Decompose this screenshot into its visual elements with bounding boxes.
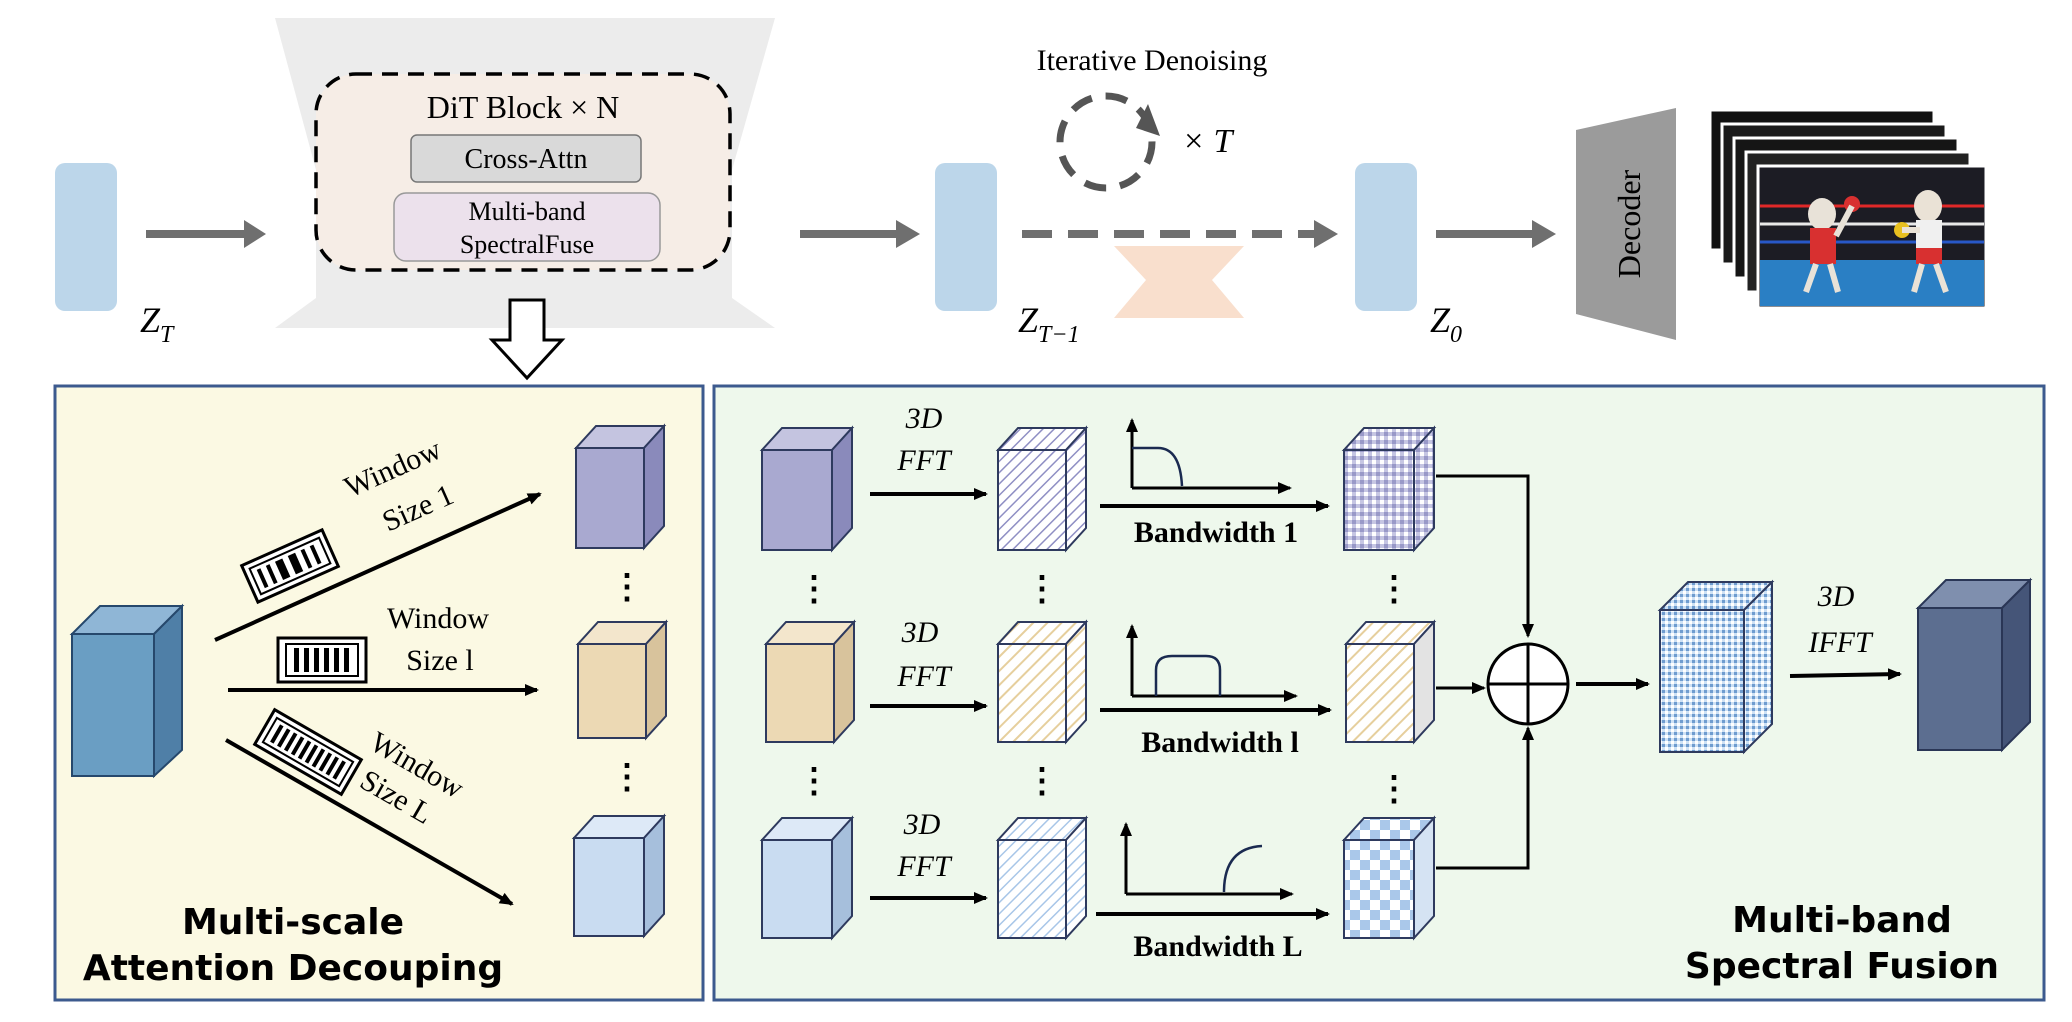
window-size-l-icon	[276, 636, 368, 684]
iterative-denoising-label: Iterative Denoising	[1037, 44, 1268, 77]
vdots-left-1: ⋮	[610, 569, 644, 606]
window-size-1-icon	[239, 527, 341, 605]
dit-title: DiT Block × N	[427, 89, 620, 125]
window-size-l-line1: Window	[387, 602, 489, 635]
ifft-b: IFFT	[1807, 626, 1874, 659]
spectral-fuse-box	[393, 192, 661, 262]
spectral-title-line1: Multi-band	[1732, 900, 1952, 941]
input-cube-L	[759, 815, 855, 941]
source-cube	[69, 603, 185, 779]
mini-dit-icon	[1114, 246, 1244, 318]
input-cube-l	[763, 619, 857, 745]
vdots-left-2: ⋮	[610, 759, 644, 796]
bandwidth-L-label: Bandwidth L	[1133, 930, 1302, 963]
video-frames	[1708, 108, 1988, 310]
iter-times-label: × T	[1182, 123, 1234, 160]
window-size-l-line2: Size l	[406, 644, 474, 677]
output-cube	[1915, 577, 2033, 753]
arrow-window-1	[214, 492, 542, 642]
connector-band-L	[1436, 726, 1534, 870]
latent-zt1	[935, 163, 997, 311]
ifft-a: 3D	[1817, 580, 1855, 613]
band-cube-1	[1341, 425, 1437, 553]
multiscale-title-line1: Multi-scale	[182, 902, 404, 943]
fft-L-b: FFT	[896, 850, 953, 883]
lowpass-filter-icon	[1126, 418, 1292, 494]
fft-cube-l	[995, 619, 1089, 745]
highpass-filter-icon	[1120, 822, 1294, 900]
latent-z0-label: Z0	[1430, 300, 1462, 348]
multiscale-title-line2: Attention Decouping	[83, 948, 503, 989]
arrow-ifft	[1789, 668, 1902, 681]
window-output-cube-l	[575, 619, 669, 741]
decoder-block	[1576, 108, 1676, 340]
fft-1-b: FFT	[896, 444, 953, 477]
vdots-right-2: ⋮	[1025, 571, 1059, 608]
fft-cube-1	[995, 425, 1089, 553]
fft-l-a: 3D	[901, 616, 939, 649]
band-cube-l	[1343, 619, 1437, 745]
band-cube-L	[1341, 815, 1437, 941]
vdots-right-3: ⋮	[1377, 571, 1411, 608]
window-size-L-icon	[252, 707, 364, 797]
bandwidth-l-label: Bandwidth l	[1141, 726, 1299, 759]
vdots-right-4: ⋮	[797, 763, 831, 800]
window-output-cube-L	[571, 813, 667, 939]
bandpass-filter-icon	[1126, 624, 1298, 702]
connector-band-1	[1436, 474, 1534, 638]
fft-1-a: 3D	[905, 402, 943, 435]
cross-attn-label: Cross-Attn	[465, 144, 588, 175]
arrow-window-L	[225, 738, 514, 906]
latent-zt1-label: ZT−1	[1018, 300, 1080, 348]
bandwidth-1-label: Bandwidth 1	[1134, 516, 1298, 549]
vdots-right-1: ⋮	[797, 571, 831, 608]
latent-zt-label: ZT	[140, 300, 175, 348]
fft-cube-L	[995, 815, 1089, 941]
latent-zt	[55, 163, 117, 311]
vdots-right-6: ⋮	[1377, 771, 1411, 808]
fft-L-a: 3D	[903, 808, 941, 841]
boxing-frame	[1756, 164, 1988, 310]
input-cube-1	[759, 425, 855, 553]
spectral-fuse-line1: Multi-band	[469, 197, 586, 226]
cross-attn-box	[410, 134, 642, 183]
spectral-title-line2: Spectral Fusion	[1685, 946, 1999, 987]
decoder-label: Decoder	[1611, 169, 1647, 278]
sum-icon	[1486, 642, 1570, 726]
latent-z0	[1355, 163, 1417, 311]
fft-l-b: FFT	[896, 660, 953, 693]
vdots-right-5: ⋮	[1025, 763, 1059, 800]
expand-arrow-icon	[488, 298, 566, 381]
loop-icon	[1056, 92, 1156, 192]
fused-cube	[1657, 579, 1775, 755]
window-output-cube-1	[573, 423, 667, 551]
spectral-fuse-line2: SpectralFuse	[460, 230, 594, 259]
